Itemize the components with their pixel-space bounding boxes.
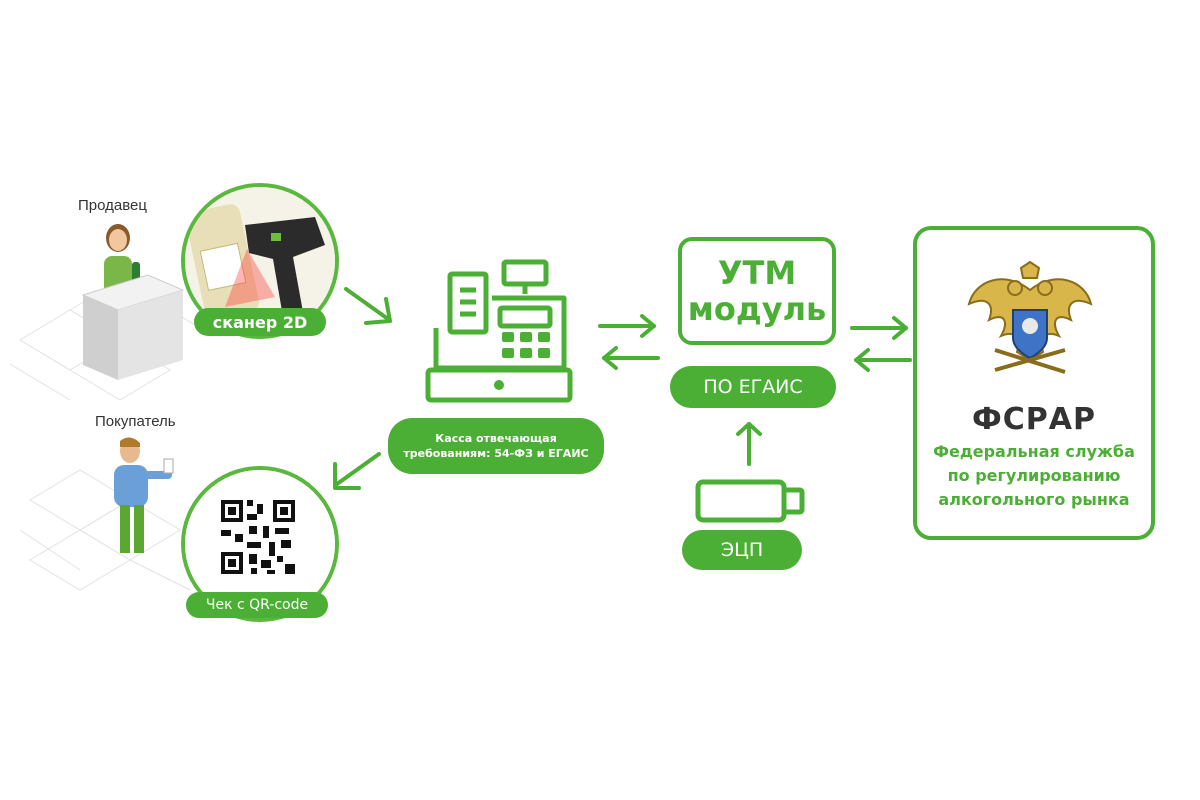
- register-label-line2: требованиям: 54-ФЗ и ЕГАИС: [403, 447, 589, 460]
- cash-register-icon: [425, 259, 573, 403]
- coat-of-arms-emblem: [967, 260, 1093, 374]
- receipt-label: Чек с QR-code: [186, 592, 328, 618]
- arrow-scanner-to-register: [344, 287, 392, 325]
- buyer-person-icon: [114, 437, 174, 553]
- seller-label: Продавец: [78, 197, 147, 214]
- utm-title-line2: модуль: [687, 290, 827, 328]
- arrows-utm-fsrar: [850, 316, 912, 372]
- fsrar-box: ФСРАР Федеральная служба по регулировани…: [913, 226, 1155, 540]
- register-label: Касса отвечающая требованиям: 54-ФЗ и ЕГ…: [388, 418, 604, 474]
- buyer-label: Покупатель: [95, 413, 176, 430]
- utm-title-line1: УТМ: [717, 254, 797, 292]
- utm-module-box: УТМ модуль: [678, 237, 836, 345]
- fsrar-title: ФСРАР: [972, 402, 1096, 437]
- fsrar-line3: алкогольного рынка: [938, 490, 1130, 509]
- utm-software-label: ПО ЕГАИС: [670, 366, 836, 408]
- barcode-scanner-icon: [185, 187, 335, 335]
- arrow-token-to-utm: [736, 422, 762, 466]
- token-label: ЭЦП: [682, 530, 802, 570]
- scanner-label: сканер 2D: [194, 308, 326, 336]
- arrow-register-to-receipt: [333, 452, 381, 490]
- arrows-register-utm: [598, 314, 660, 370]
- fsrar-line2: по регулированию: [947, 466, 1121, 485]
- register-label-line1: Касса отвечающая: [435, 432, 557, 445]
- usb-token-icon: [695, 479, 805, 523]
- counter-desk: [81, 274, 185, 380]
- fsrar-line1: Федеральная служба: [933, 442, 1135, 461]
